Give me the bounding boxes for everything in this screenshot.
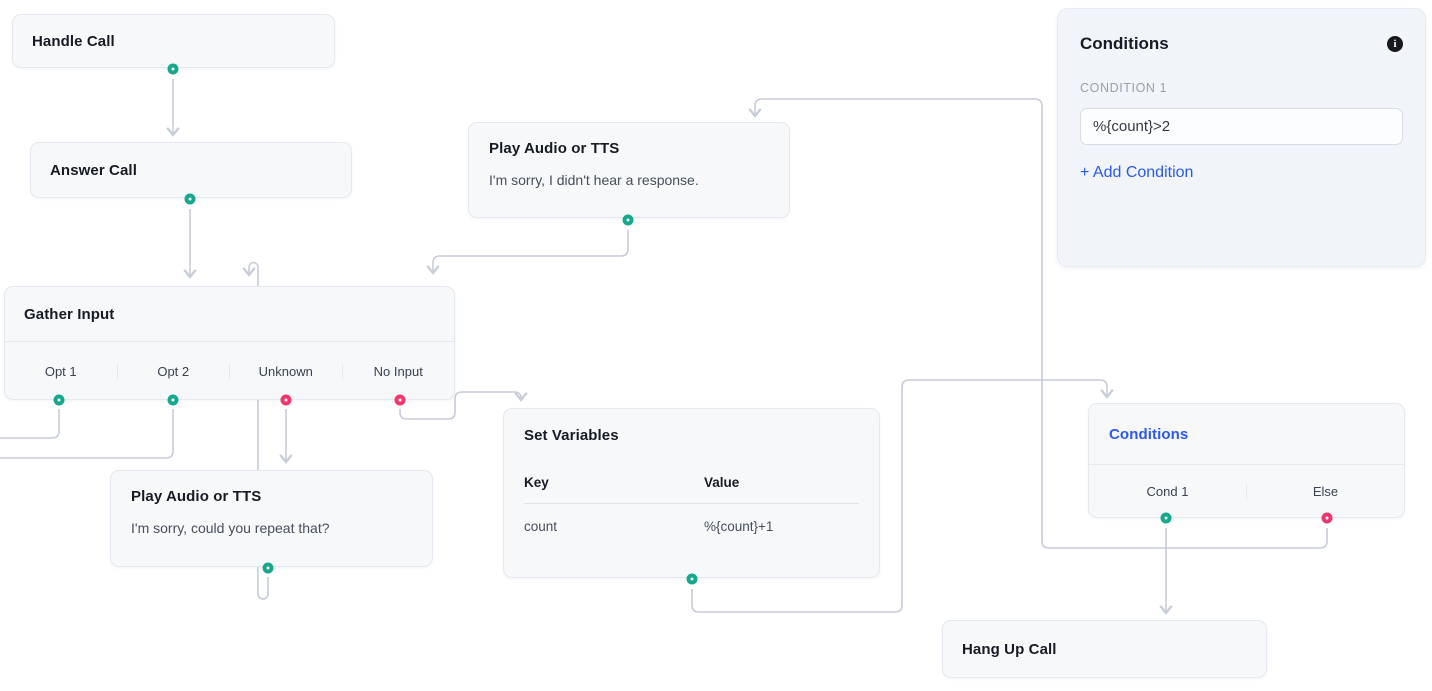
node-title: Gather Input [24, 305, 115, 323]
node-handle-call[interactable]: Handle Call [12, 14, 335, 68]
info-icon[interactable]: i [1387, 36, 1403, 52]
edge-playrepeat-loop-to-gather [242, 261, 269, 600]
node-title: Handle Call [32, 32, 115, 50]
node-message: I'm sorry, I didn't hear a response. [489, 172, 699, 188]
node-answer-call[interactable]: Answer Call [30, 142, 352, 198]
edge-else-to-playtop [748, 98, 1328, 549]
conditions-panel: Conditions i CONDITION 1 + Add Condition [1057, 8, 1426, 267]
branch-opt2[interactable]: Opt 2 [116, 363, 230, 379]
node-title: Play Audio or TTS [489, 140, 620, 157]
edge-noinput-to-setvars [399, 391, 528, 420]
port-handle-call-out[interactable] [167, 63, 179, 75]
port-cond1-out[interactable] [1160, 512, 1172, 524]
node-gather-input[interactable]: Gather Input Opt 1 Opt 2 Unknown No Inpu… [4, 286, 455, 400]
node-title: Play Audio or TTS [131, 488, 262, 505]
node-divider [5, 341, 454, 342]
branch-no-input[interactable]: No Input [341, 363, 455, 379]
node-set-variables[interactable]: Set Variables Key Value count %{count}+1 [503, 408, 880, 578]
node-play-audio-no-response[interactable]: Play Audio or TTS I'm sorry, I didn't he… [468, 122, 790, 218]
add-condition-link[interactable]: + Add Condition [1080, 164, 1194, 181]
node-message: I'm sorry, could you repeat that? [131, 520, 330, 536]
vars-value-header: Value [704, 474, 740, 490]
node-hang-up-call[interactable]: Hang Up Call [942, 620, 1267, 678]
edge-opt2-offscreen [0, 409, 174, 459]
condition-section-label: CONDITION 1 [1080, 81, 1168, 95]
branch-cond1[interactable]: Cond 1 [1146, 484, 1189, 499]
node-title: Hang Up Call [962, 640, 1057, 658]
vars-key-cell: count [524, 518, 558, 534]
port-play-no-response-out[interactable] [622, 214, 634, 226]
node-title: Answer Call [50, 161, 137, 179]
edge-playtop-to-gather [426, 230, 629, 275]
vars-key-header: Key [524, 474, 549, 490]
port-else-out[interactable] [1321, 512, 1333, 524]
port-opt2-out[interactable] [167, 394, 179, 406]
port-no-input-out[interactable] [394, 394, 406, 406]
edge-setvars-to-conditions [691, 379, 1114, 613]
edge-opt1-offscreen [0, 409, 60, 439]
table-divider [524, 503, 859, 504]
node-title: Conditions [1109, 425, 1189, 443]
vars-value-cell: %{count}+1 [704, 518, 774, 534]
branch-opt1[interactable]: Opt 1 [44, 363, 77, 379]
node-title: Set Variables [524, 426, 619, 444]
node-divider [1089, 464, 1404, 465]
port-set-variables-out[interactable] [686, 573, 698, 585]
port-opt1-out[interactable] [53, 394, 65, 406]
panel-title: Conditions [1080, 34, 1169, 53]
branch-else[interactable]: Else [1246, 484, 1404, 499]
port-play-repeat-out[interactable] [262, 562, 274, 574]
branch-unknown[interactable]: Unknown [229, 363, 342, 379]
condition-expression-input[interactable] [1080, 108, 1403, 145]
node-play-audio-repeat[interactable]: Play Audio or TTS I'm sorry, could you r… [110, 470, 433, 567]
port-answer-call-out[interactable] [184, 193, 196, 205]
node-conditions[interactable]: Conditions Cond 1 Else [1088, 403, 1405, 518]
port-unknown-out[interactable] [280, 394, 292, 406]
vars-row: count %{count}+1 [504, 504, 879, 548]
